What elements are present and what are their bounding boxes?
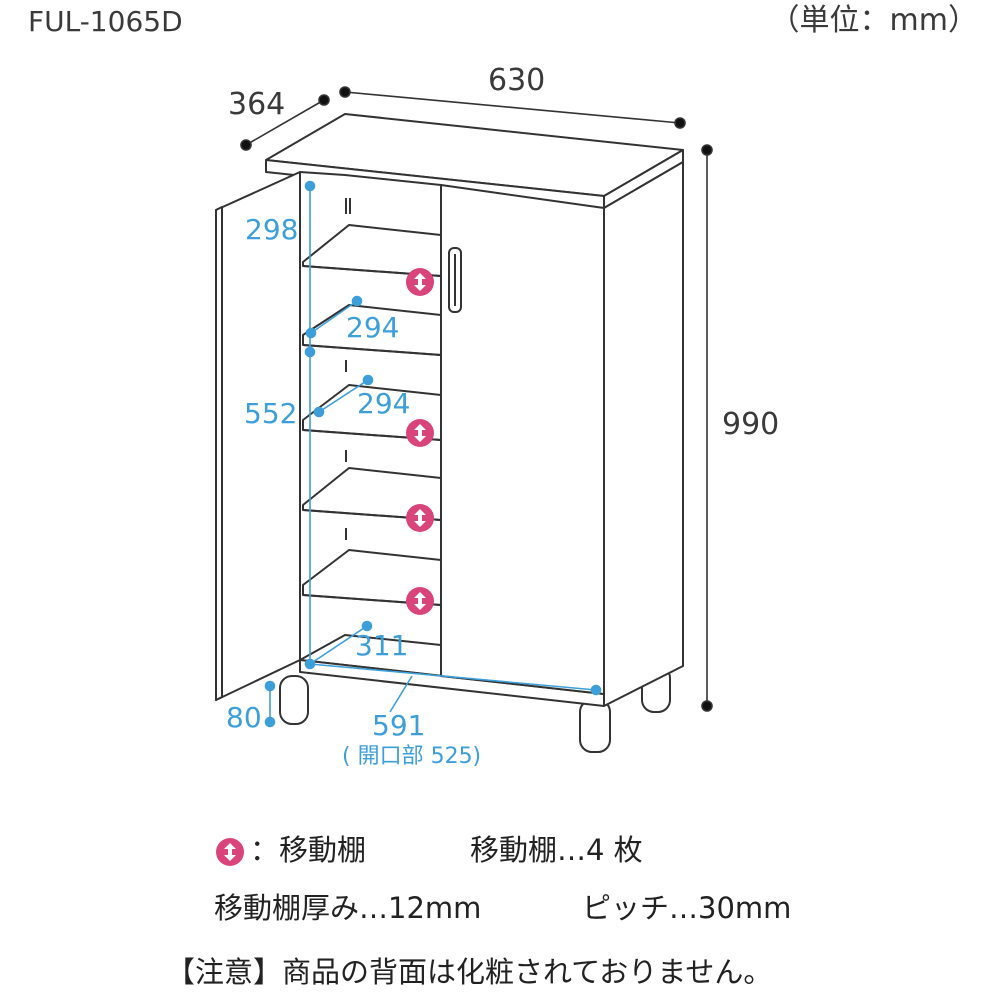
opening-label: ( 開口部 525) <box>342 744 482 769</box>
inner-width-line <box>309 663 597 691</box>
legend-pitch: ピッチ…30mm <box>582 891 792 925</box>
legend-shelf-thickness: 移動棚厚み…12mm <box>214 891 482 925</box>
movable-shelf-icon <box>406 504 434 532</box>
width-dimension-line <box>344 91 681 124</box>
shelf-3 <box>302 384 442 441</box>
legend-icon-label: ：移動棚 <box>250 833 367 867</box>
height-label: 990 <box>722 407 780 442</box>
door-handle <box>448 247 462 313</box>
width-label: 630 <box>488 63 546 98</box>
movable-shelf-icon <box>406 419 434 447</box>
bottom-depth-line <box>309 625 368 665</box>
upper-shelf-depth-label: 294 <box>346 311 400 344</box>
right-side-panel <box>603 161 684 707</box>
unit-label: （単位：mm） <box>769 3 978 38</box>
shelf-2 <box>302 304 442 356</box>
leg-height-label: 80 <box>226 701 262 734</box>
shelf-5 <box>302 549 442 606</box>
lower-shelf-depth-line <box>318 379 369 413</box>
leg-front-right <box>579 699 611 753</box>
movable-shelf-icon-group <box>216 268 434 866</box>
bottom-depth-label: 311 <box>355 629 409 662</box>
inner-width-label: 591 <box>372 709 426 742</box>
top-section-label: 298 <box>245 213 299 246</box>
upper-shelf-depth-line <box>310 300 358 334</box>
left-door-edge <box>215 206 223 701</box>
legend-shelf-count: 移動棚…4 枚 <box>470 833 643 867</box>
middle-section-label: 552 <box>244 397 298 430</box>
depth-label: 364 <box>228 87 286 122</box>
model-number: FUL-1065D <box>28 5 183 38</box>
left-door <box>215 171 301 701</box>
note-text: 【注意】商品の背面は化粧されておりません。 <box>166 955 773 989</box>
leg-back-left <box>279 675 309 725</box>
lower-shelf-depth-label: 294 <box>357 387 411 420</box>
movable-shelf-icon <box>406 587 434 615</box>
shelf-1 <box>302 224 442 277</box>
movable-shelf-icon <box>406 268 434 296</box>
depth-dimension-line <box>245 99 325 146</box>
legend-movable-shelf-icon <box>216 838 244 866</box>
shelf-4 <box>302 467 442 521</box>
right-door <box>440 184 605 695</box>
